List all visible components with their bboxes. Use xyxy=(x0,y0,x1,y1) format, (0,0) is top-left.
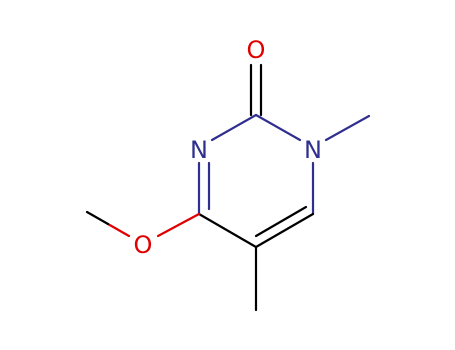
bond-c2-n3 xyxy=(210,113,258,142)
atom-n1: N xyxy=(304,136,322,164)
bond-c6-c5-a xyxy=(254,212,315,249)
atom-n3: N xyxy=(190,136,208,164)
bond-n1-methyl xyxy=(324,114,371,142)
bond-c2-n1 xyxy=(254,113,302,142)
bond-o-methoxy-methyl-red xyxy=(106,222,131,238)
bond-c6-c5-b xyxy=(254,205,308,238)
atom-o-carbonyl: O xyxy=(247,36,266,64)
bond-c5-c4 xyxy=(197,212,258,249)
bond-o-methoxy-methyl-black xyxy=(85,210,110,226)
bond-c4-o-methoxy xyxy=(156,212,201,238)
atom-o-methoxy: O xyxy=(134,231,153,259)
